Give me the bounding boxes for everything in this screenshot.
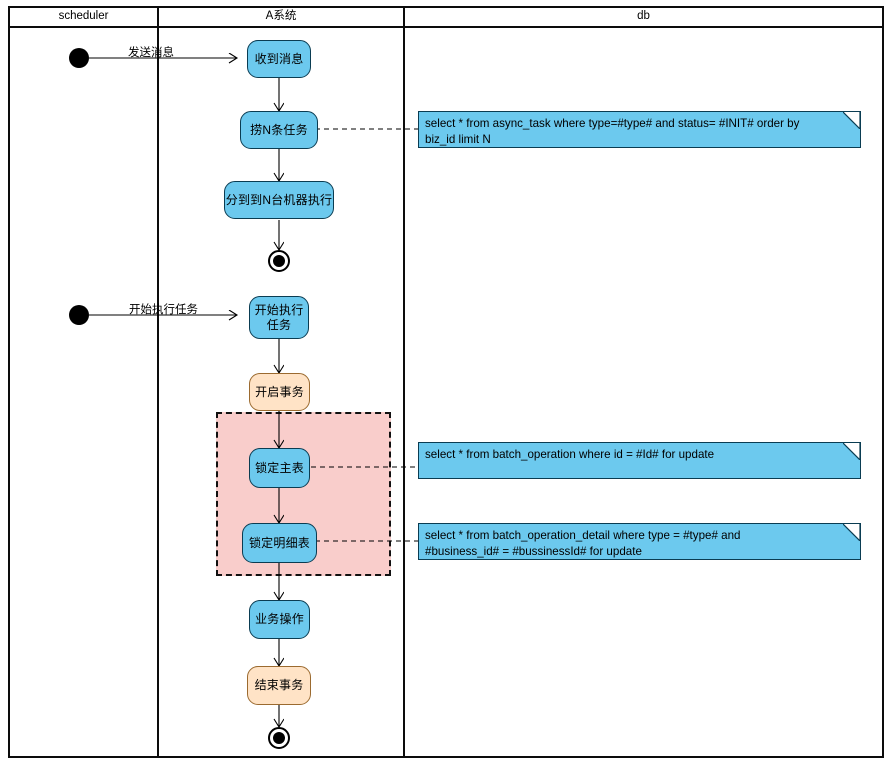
initial-node-1 — [69, 48, 89, 68]
note-fold-icon — [843, 112, 860, 129]
lane-divider-1 — [157, 6, 159, 758]
note-line: select * from batch_operation_detail whe… — [425, 529, 741, 542]
note-fold-icon — [843, 443, 860, 460]
swimlane-header-row — [8, 6, 884, 28]
lane-divider-2 — [403, 6, 405, 758]
note-line: #business_id# = #bussinessId# for update — [425, 544, 642, 558]
note-async-task-query: select * from async_task where type=#typ… — [418, 111, 861, 148]
activity-fetch-n-tasks[interactable]: 捞N条任务 — [240, 111, 318, 149]
activity-dispatch-to-n-machines[interactable]: 分到到N台机器执行 — [224, 181, 334, 219]
lane-header-scheduler: scheduler — [58, 10, 109, 22]
edge-label-start-task: 开始执行任务 — [129, 304, 198, 316]
final-node-1 — [268, 250, 290, 272]
note-batch-operation-lock: select * from batch_operation where id =… — [418, 442, 861, 479]
edge-label-send-message: 发送消息 — [128, 47, 174, 59]
activity-begin-transaction[interactable]: 开启事务 — [249, 373, 310, 411]
note-line: biz_id limit N — [425, 132, 491, 146]
activity-lock-main-table[interactable]: 锁定主表 — [249, 448, 310, 488]
initial-node-2 — [69, 305, 89, 325]
note-line: select * from async_task where type=#typ… — [425, 117, 800, 130]
lane-header-db: db — [637, 10, 650, 22]
note-fold-icon — [843, 524, 860, 541]
note-line: select * from batch_operation where id =… — [425, 448, 715, 461]
activity-receive-message[interactable]: 收到消息 — [247, 40, 311, 78]
activity-business-operation[interactable]: 业务操作 — [249, 600, 310, 639]
activity-start-execute-task[interactable]: 开始执行 任务 — [249, 296, 309, 339]
activity-end-transaction[interactable]: 结束事务 — [247, 666, 311, 705]
note-batch-operation-detail-lock: select * from batch_operation_detail whe… — [418, 523, 861, 560]
activity-lock-detail-table[interactable]: 锁定明细表 — [242, 523, 317, 563]
final-node-2 — [268, 727, 290, 749]
lane-header-a-system: A系统 — [265, 10, 297, 22]
